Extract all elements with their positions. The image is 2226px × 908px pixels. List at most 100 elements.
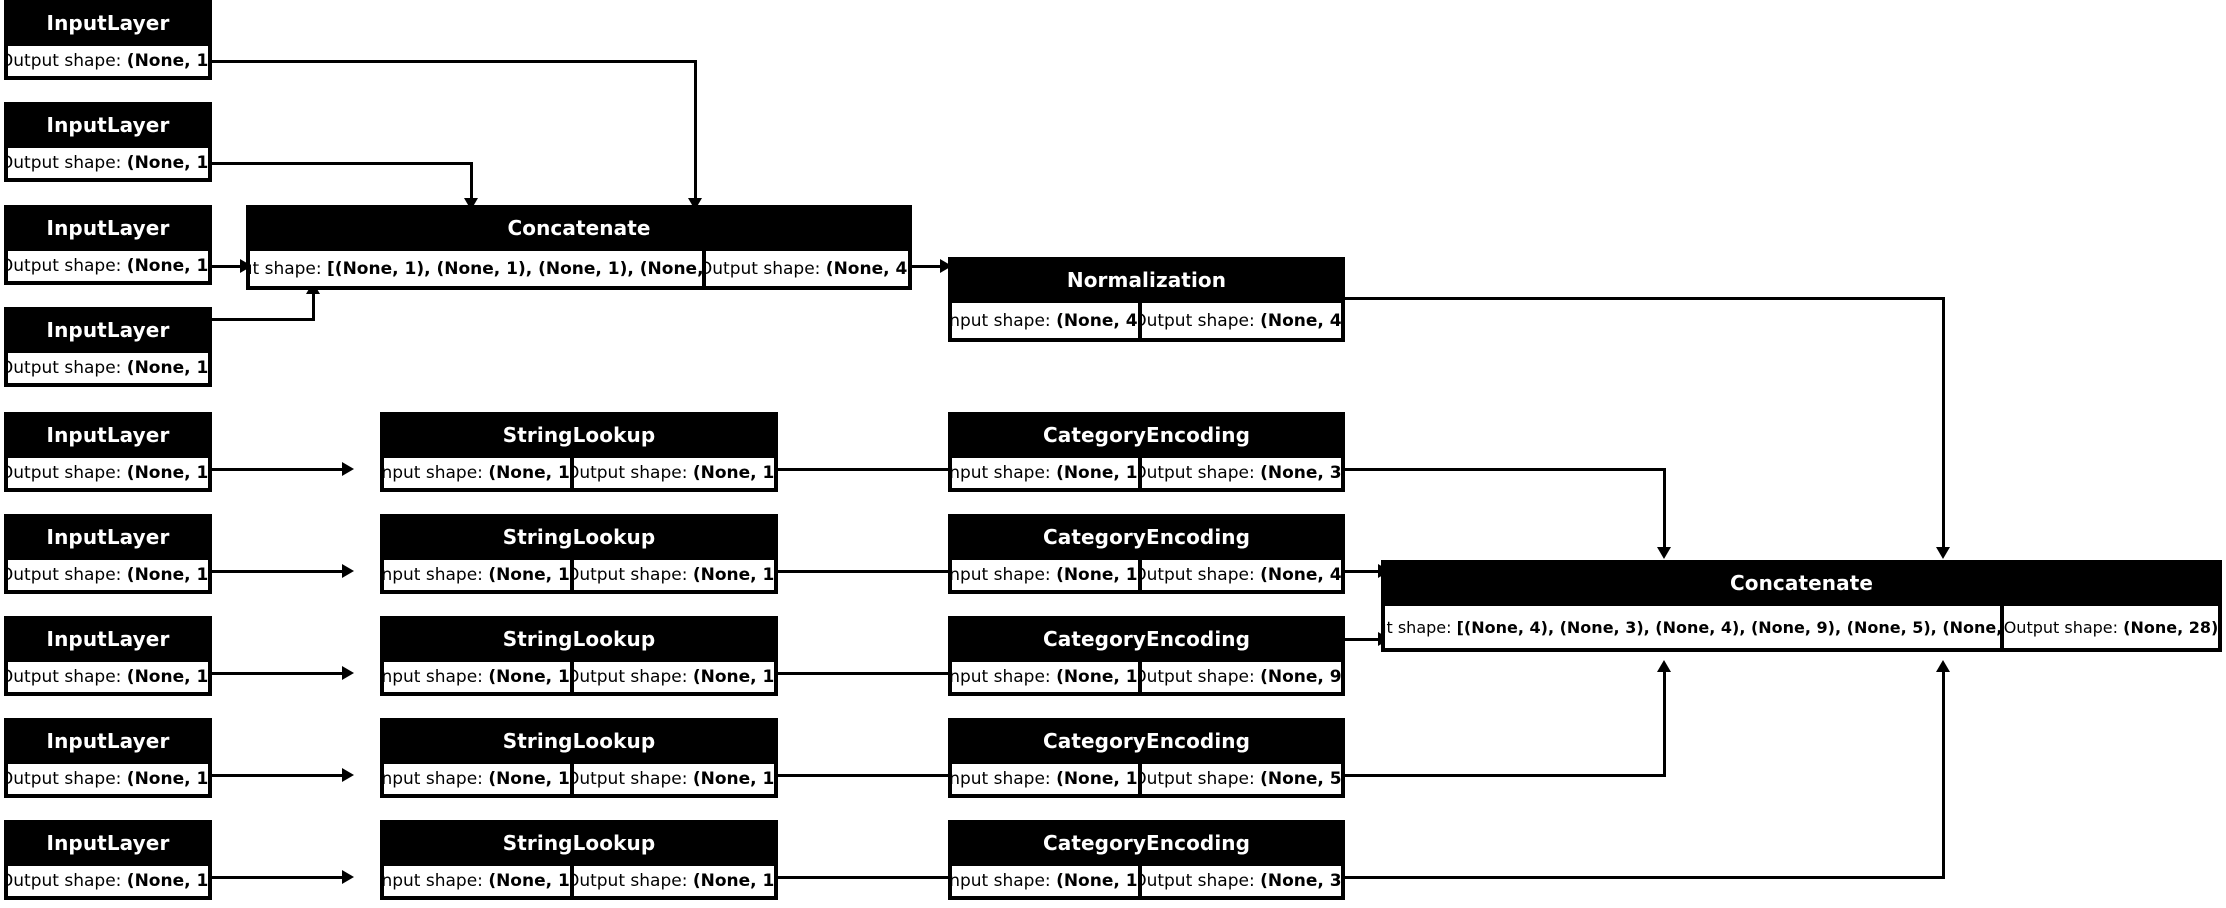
output-shape-label: Output shape: <box>572 871 688 891</box>
node-body: Output shape: (None, 1) <box>6 456 210 490</box>
input-shape-cell: Input shape: (None, 1) <box>950 456 1140 490</box>
edge-input3-h <box>212 265 242 268</box>
output-shape-value: (None, 1) <box>692 667 776 687</box>
output-shape-cell: Output shape: (None, 1) <box>6 762 210 796</box>
edge-concat-to-norm <box>912 265 942 268</box>
output-shape-value: (None, 3) <box>1260 871 1343 891</box>
node-body: Output shape: (None, 1) <box>6 249 210 283</box>
node-title: InputLayer <box>6 207 210 249</box>
output-shape-value: (None, 28) <box>2123 617 2219 637</box>
input-shape-cell: Input shape: (None, 4) <box>950 301 1140 340</box>
node-concatenate-final[interactable]: Concatenate Input shape: [(None, 4), (No… <box>1381 560 2222 652</box>
node-string-lookup-1[interactable]: StringLookup Input shape: (None, 1) Outp… <box>380 412 778 492</box>
output-shape-value: (None, 3) <box>1260 463 1343 483</box>
node-body: Input shape: (None, 1) Output shape: (No… <box>382 456 776 490</box>
node-title: StringLookup <box>382 516 776 558</box>
node-title: InputLayer <box>6 2 210 44</box>
node-input-layer-4[interactable]: InputLayer Output shape: (None, 1) <box>4 307 212 387</box>
edge-norm-to-final-v <box>1942 297 1945 549</box>
edge-row2-input-lookup-arrowhead <box>342 564 354 578</box>
edge-row4-input-lookup <box>212 774 344 777</box>
input-shape-cell: Input shape: [(None, 4), (None, 3), (Non… <box>1383 604 2002 650</box>
node-categorical-input-2[interactable]: InputLayer Output shape: (None, 1) <box>4 514 212 594</box>
node-input-layer-1[interactable]: InputLayer Output shape: (None, 1) <box>4 0 212 80</box>
edge-row2-input-lookup <box>212 570 344 573</box>
node-body: Output shape: (None, 1) <box>6 44 210 78</box>
node-title: StringLookup <box>382 720 776 762</box>
node-body: Output shape: (None, 1) <box>6 660 210 694</box>
input-shape-value: (None, 1) <box>1056 871 1140 891</box>
node-category-encoding-2[interactable]: CategoryEncoding Input shape: (None, 1) … <box>948 514 1345 594</box>
output-shape-label: Output shape: <box>572 667 688 687</box>
edge-input1-v <box>694 60 697 200</box>
node-string-lookup-2[interactable]: StringLookup Input shape: (None, 1) Outp… <box>380 514 778 594</box>
node-category-encoding-5[interactable]: CategoryEncoding Input shape: (None, 1) … <box>948 820 1345 900</box>
output-shape-value: (None, 1) <box>126 871 210 891</box>
output-shape-value: (None, 1) <box>126 256 210 276</box>
node-body: Input shape: (None, 1) Output shape: (No… <box>950 456 1343 490</box>
output-shape-cell: Output shape: (None, 3) <box>1139 864 1343 898</box>
output-shape-label: Output shape: <box>6 153 122 173</box>
output-shape-cell: Output shape: (None, 1) <box>6 558 210 592</box>
output-shape-cell: Output shape: (None, 1) <box>572 558 776 592</box>
output-shape-label: Output shape: <box>6 565 122 585</box>
edge-row1-input-lookup-arrowhead <box>342 462 354 476</box>
node-body: Input shape: (None, 1) Output shape: (No… <box>950 762 1343 796</box>
output-shape-cell: Output shape: (None, 1) <box>572 864 776 898</box>
input-shape-cell: Input shape: (None, 1) <box>382 660 573 694</box>
input-shape-label: Input shape: <box>382 565 483 585</box>
node-categorical-input-5[interactable]: InputLayer Output shape: (None, 1) <box>4 820 212 900</box>
input-shape-cell: Input shape: (None, 1) <box>382 456 573 490</box>
node-title: StringLookup <box>382 414 776 456</box>
node-title: CategoryEncoding <box>950 618 1343 660</box>
output-shape-label: Output shape: <box>572 565 688 585</box>
node-title: InputLayer <box>6 720 210 762</box>
node-string-lookup-4[interactable]: StringLookup Input shape: (None, 1) Outp… <box>380 718 778 798</box>
input-shape-label: Input shape: <box>950 871 1051 891</box>
edge-enc4-v <box>1663 672 1666 777</box>
output-shape-cell: Output shape: (None, 1) <box>6 864 210 898</box>
node-category-encoding-4[interactable]: CategoryEncoding Input shape: (None, 1) … <box>948 718 1345 798</box>
input-shape-value: [(None, 4), (None, 3), (None, 4), (None,… <box>1456 617 2002 637</box>
node-input-layer-3[interactable]: InputLayer Output shape: (None, 1) <box>4 205 212 285</box>
node-category-encoding-1[interactable]: CategoryEncoding Input shape: (None, 1) … <box>948 412 1345 492</box>
node-categorical-input-1[interactable]: InputLayer Output shape: (None, 1) <box>4 412 212 492</box>
edge-input1-h <box>212 60 697 63</box>
node-string-lookup-3[interactable]: StringLookup Input shape: (None, 1) Outp… <box>380 616 778 696</box>
node-input-layer-2[interactable]: InputLayer Output shape: (None, 1) <box>4 102 212 182</box>
output-shape-value: (None, 9) <box>1260 667 1343 687</box>
output-shape-cell: Output shape: (None, 1) <box>6 249 210 283</box>
edge-input4-v <box>312 292 315 320</box>
node-string-lookup-5[interactable]: StringLookup Input shape: (None, 1) Outp… <box>380 820 778 900</box>
node-title: StringLookup <box>382 618 776 660</box>
node-categorical-input-4[interactable]: InputLayer Output shape: (None, 1) <box>4 718 212 798</box>
node-title: Concatenate <box>1383 562 2220 604</box>
output-shape-label: Output shape: <box>1139 565 1255 585</box>
node-title: InputLayer <box>6 822 210 864</box>
input-shape-cell: Input shape: (None, 1) <box>382 762 573 796</box>
output-shape-label: Output shape: <box>1139 463 1255 483</box>
output-shape-label: Output shape: <box>6 463 122 483</box>
input-shape-value: (None, 1) <box>1056 565 1140 585</box>
output-shape-label: Output shape: <box>6 358 122 378</box>
node-concatenate-numeric[interactable]: Concatenate Input shape: [(None, 1), (No… <box>246 205 912 290</box>
node-categorical-input-3[interactable]: InputLayer Output shape: (None, 1) <box>4 616 212 696</box>
output-shape-cell: Output shape: (None, 4) <box>1139 558 1343 592</box>
input-shape-label: Input shape: <box>950 769 1051 789</box>
output-shape-cell: Output shape: (None, 5) <box>1139 762 1343 796</box>
node-body: Input shape: (None, 1) Output shape: (No… <box>950 558 1343 592</box>
input-shape-cell: Input shape: [(None, 1), (None, 1), (Non… <box>248 249 704 288</box>
edge-enc1-arrowhead <box>1657 547 1671 559</box>
node-category-encoding-3[interactable]: CategoryEncoding Input shape: (None, 1) … <box>948 616 1345 696</box>
output-shape-cell: Output shape: (None, 4) <box>1139 301 1343 340</box>
node-title: InputLayer <box>6 516 210 558</box>
edge-row5-lookup-encoding <box>778 876 978 879</box>
node-body: Output shape: (None, 1) <box>6 864 210 898</box>
output-shape-cell: Output shape: (None, 1) <box>6 351 210 385</box>
node-body: Input shape: (None, 1) Output shape: (No… <box>382 660 776 694</box>
output-shape-label: Output shape: <box>704 258 821 279</box>
node-title: Concatenate <box>248 207 910 249</box>
node-normalization[interactable]: Normalization Input shape: (None, 4) Out… <box>948 257 1345 342</box>
edge-row4-lookup-encoding <box>778 774 978 777</box>
input-shape-value: (None, 1) <box>488 565 573 585</box>
